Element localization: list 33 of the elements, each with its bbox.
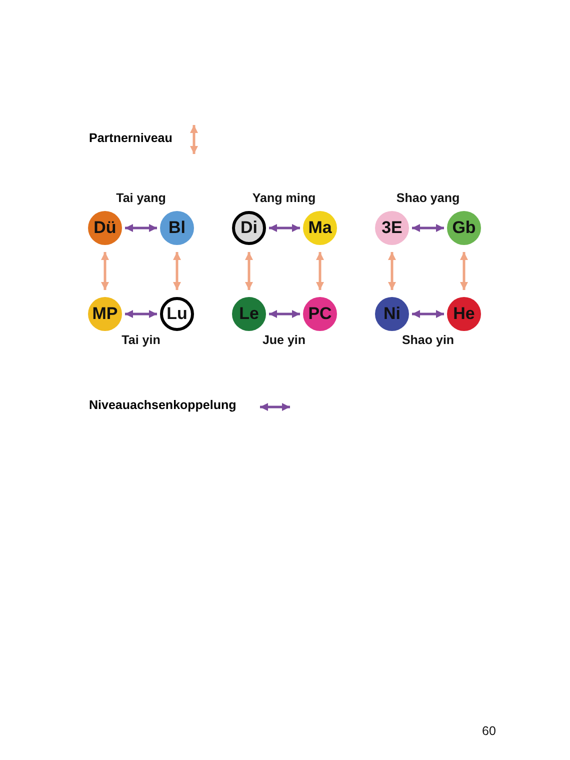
double-arrow (173, 252, 181, 290)
meridian-circle: Ma (303, 211, 337, 245)
double-arrow (269, 224, 300, 232)
group-label: Tai yang (116, 191, 166, 205)
double-arrow (388, 252, 396, 290)
meridian-circle: MP (88, 297, 122, 331)
meridian-circle: Le (232, 297, 266, 331)
meridian-circle: Gb (447, 211, 481, 245)
group-label: Shao yang (396, 191, 460, 205)
double-arrow (412, 310, 444, 318)
group-label: Tai yin (122, 333, 160, 347)
legend-label: Partnerniveau (89, 131, 172, 145)
meridian-circle: Dü (88, 211, 122, 245)
meridian-circle: Bl (160, 211, 194, 245)
double-arrow (316, 252, 324, 290)
group-label: Shao yin (402, 333, 454, 347)
group-label: Jue yin (262, 333, 306, 347)
double-arrow (101, 252, 109, 290)
double-arrow (269, 310, 300, 318)
legend-label: Niveauachsenkoppelung (89, 398, 236, 412)
meridian-circle: 3E (375, 211, 409, 245)
group-label: Yang ming (252, 191, 316, 205)
double-arrow (245, 252, 253, 290)
meridian-circle: PC (303, 297, 337, 331)
double-arrow (125, 310, 157, 318)
page-number: 60 (482, 724, 496, 738)
double-arrow (125, 224, 157, 232)
meridian-circle: Di (232, 211, 266, 245)
meridian-circle: Lu (160, 297, 194, 331)
meridian-circle: He (447, 297, 481, 331)
double-arrow (412, 224, 444, 232)
double-arrow (460, 252, 468, 290)
meridian-circle: Ni (375, 297, 409, 331)
